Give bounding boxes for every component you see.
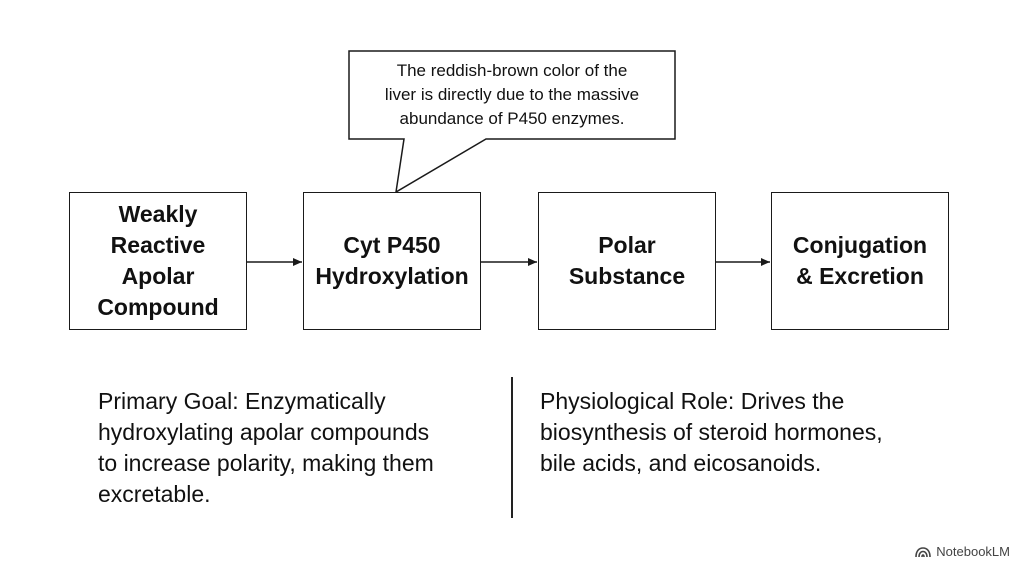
watermark-label: NotebookLM: [936, 544, 1010, 559]
column-divider: [511, 377, 513, 518]
notebooklm-watermark: NotebookLM: [915, 544, 1010, 559]
primary-goal-note: Primary Goal: Enzymatically hydroxylatin…: [98, 388, 434, 507]
step-conjugation-excretion: Conjugation & Excretion: [771, 192, 949, 330]
step-cyt-p450-hydroxylation: Cyt P450 Hydroxylation: [303, 192, 481, 330]
step-polar-substance: Polar Substance: [538, 192, 716, 330]
physiological-role-note: Physiological Role: Drives the biosynthe…: [540, 388, 883, 476]
step-weakly-reactive-apolar-compound: Weakly Reactive Apolar Compound: [69, 192, 247, 330]
callout-text: The reddish-brown color of the liver is …: [384, 61, 640, 128]
notebooklm-logo-icon: [915, 546, 932, 557]
